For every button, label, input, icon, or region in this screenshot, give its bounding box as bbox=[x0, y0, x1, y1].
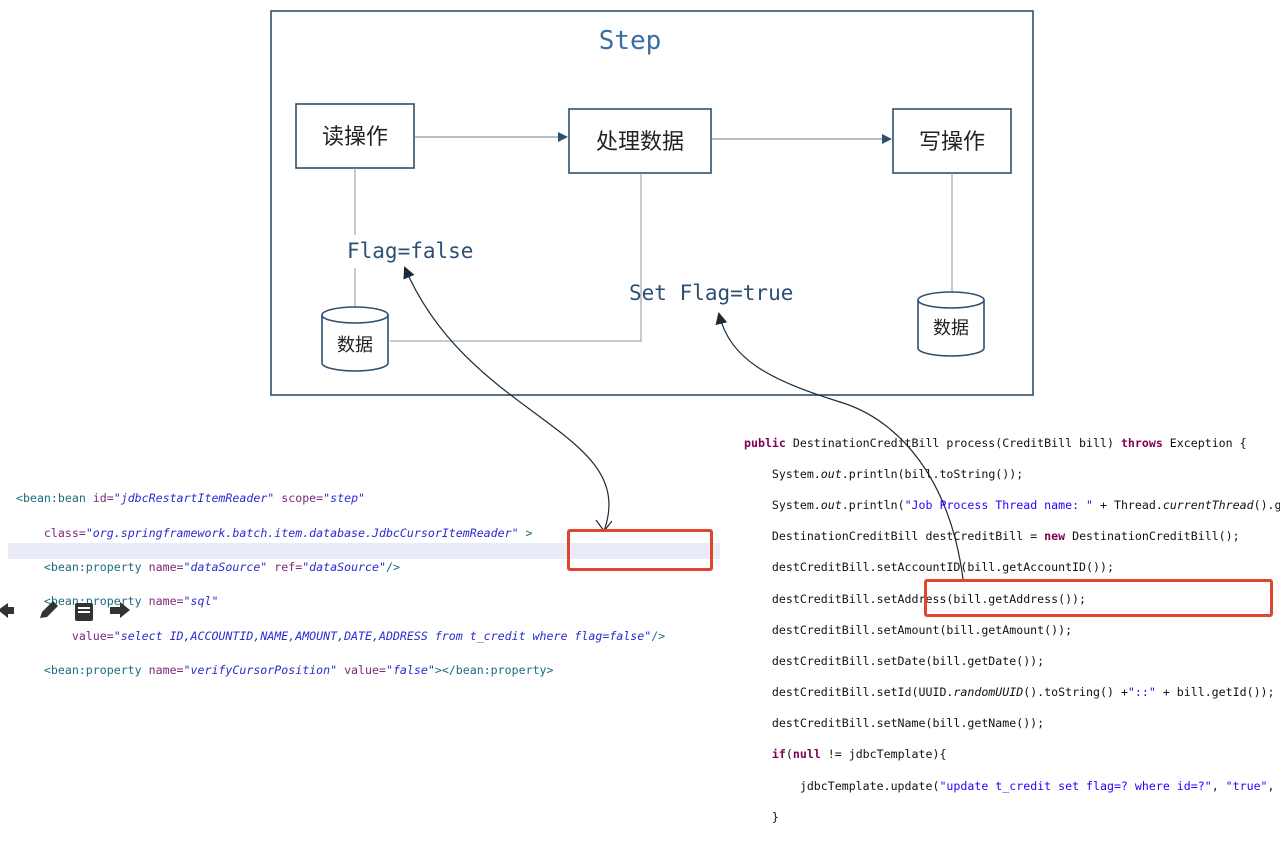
java-line-6: destCreditBill.setAddress(bill.getAddres… bbox=[744, 591, 1087, 606]
java-line-3: System.out.println("Job Process Thread n… bbox=[744, 497, 1280, 512]
java-line-10: destCreditBill.setName(bill.getName()); bbox=[744, 716, 1045, 731]
java-line-12: jdbcTemplate.update("update t_credit set… bbox=[744, 778, 1275, 793]
xml-line-2: class="org.springframework.batch.item.da… bbox=[16, 525, 533, 540]
process-box bbox=[568, 108, 712, 174]
read-box-label: 读操作 bbox=[322, 125, 388, 150]
java-line-1: public DestinationCreditBill process(Cre… bbox=[744, 435, 1247, 450]
step-title: Step bbox=[599, 26, 662, 56]
diagram-canvas: Step 读操作 处理数据 写操作 Flag=false Set Flag=tr… bbox=[270, 10, 1034, 580]
flag-false-label: Flag=false bbox=[347, 239, 473, 263]
xml-line-5: value="select ID,ACCOUNTID,NAME,AMOUNT,D… bbox=[16, 628, 666, 643]
xml-line-6: <bean:property name="verifyCursorPositio… bbox=[16, 663, 554, 678]
step-frame bbox=[270, 10, 1034, 396]
document-icon[interactable] bbox=[72, 600, 96, 621]
write-box-label: 写操作 bbox=[919, 130, 985, 155]
java-line-4: DestinationCreditBill destCreditBill = n… bbox=[744, 529, 1240, 544]
java-line-5: destCreditBill.setAccountID(bill.getAcco… bbox=[744, 560, 1114, 575]
java-line-2: System.out.println(bill.toString()); bbox=[744, 466, 1024, 481]
right-database-icon bbox=[917, 291, 985, 357]
java-line-7: destCreditBill.setAmount(bill.getAmount(… bbox=[744, 622, 1073, 637]
current-line-highlight bbox=[8, 543, 720, 559]
right-database-label: 数据 bbox=[933, 318, 969, 339]
xml-line-3: <bean:property name="dataSource" ref="da… bbox=[16, 560, 400, 575]
java-line-9: destCreditBill.setId(UUID.randomUUID().t… bbox=[744, 685, 1275, 700]
update-flag-highlight bbox=[924, 579, 1273, 617]
set-flag-true-curve-arrow bbox=[715, 312, 964, 580]
xml-config-code: <bean:bean id="jdbcRestartItemReader" sc… bbox=[16, 473, 665, 697]
forward-icon[interactable] bbox=[108, 600, 132, 621]
bottom-toolbar bbox=[0, 600, 132, 621]
undo-icon[interactable] bbox=[0, 600, 24, 621]
where-flag-false-highlight bbox=[567, 529, 713, 571]
java-line-13: } bbox=[744, 809, 779, 824]
java-process-code: public DestinationCreditBill process(Cre… bbox=[744, 420, 1280, 841]
pencil-icon[interactable] bbox=[36, 600, 60, 621]
xml-line-1: <bean:bean id="jdbcRestartItemReader" sc… bbox=[16, 491, 366, 506]
java-line-11: if(null != jdbcTemplate){ bbox=[744, 747, 947, 762]
set-flag-true-label: Set Flag=true bbox=[629, 281, 793, 305]
java-line-8: destCreditBill.setDate(bill.getDate()); bbox=[744, 653, 1045, 668]
read-box bbox=[295, 103, 415, 169]
process-to-db-line bbox=[390, 173, 642, 342]
xml-line-4: <bean:property name="sql" bbox=[16, 594, 219, 609]
process-box-label: 处理数据 bbox=[596, 130, 684, 155]
left-database-icon bbox=[321, 306, 389, 372]
left-database-label: 数据 bbox=[337, 335, 373, 356]
flag-false-curve-arrow bbox=[403, 266, 610, 532]
